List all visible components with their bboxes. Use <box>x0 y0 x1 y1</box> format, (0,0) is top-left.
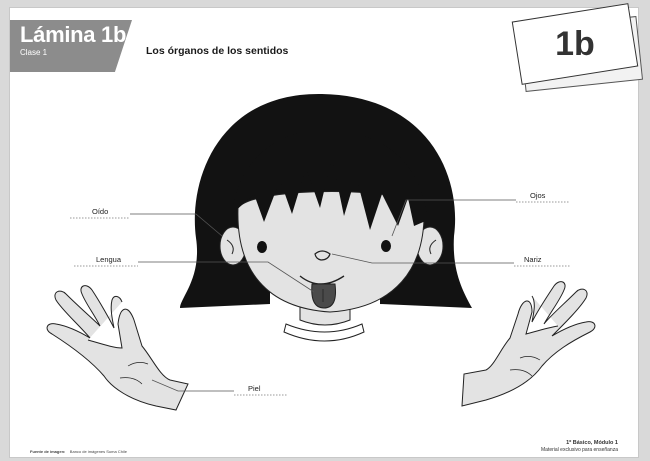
label-ojos: Ojos <box>530 191 546 200</box>
footer-source-value: Banco de imágenes Suma Chile <box>69 449 127 454</box>
answer-lines <box>70 201 570 396</box>
right-hand <box>461 281 596 407</box>
shirt-collar <box>283 323 365 342</box>
bangs <box>232 130 428 230</box>
ojos-leader <box>391 199 516 237</box>
page-title: Los órganos de los sentidos <box>146 45 289 57</box>
face <box>237 191 425 313</box>
tab-subtitle: Clase 1 <box>20 48 48 57</box>
footer-source: Fuente de imagen: Banco de imágenes Suma… <box>30 449 127 454</box>
right-eye <box>381 240 391 252</box>
card-label: 1b <box>555 24 595 63</box>
oido-leader <box>130 213 223 237</box>
tab-title: Lámina 1b <box>20 22 127 47</box>
leader-lines <box>130 199 516 392</box>
label-oido: Oído <box>92 207 109 216</box>
tongue <box>311 283 336 309</box>
left-eye <box>257 241 267 253</box>
footer-course: 1º Básico, Módulo 1 Material exclusivo p… <box>541 440 618 454</box>
lamina-tab: Lámina 1b Clase 1 <box>10 20 132 72</box>
lengua-leader <box>138 261 315 293</box>
footer-course-title: 1º Básico, Módulo 1 <box>566 440 618 446</box>
left-hand <box>46 285 189 411</box>
footer-note: Material exclusivo para enseñanza <box>541 447 618 453</box>
senses-illustration <box>46 93 596 411</box>
footer-source-label: Fuente de imagen: <box>30 449 66 454</box>
nariz-leader <box>331 253 514 264</box>
label-lengua: Lengua <box>96 255 122 264</box>
label-piel: Piel <box>248 384 261 393</box>
piel-leader <box>151 379 234 392</box>
nose <box>314 250 331 261</box>
label-nariz: Nariz <box>524 255 542 264</box>
